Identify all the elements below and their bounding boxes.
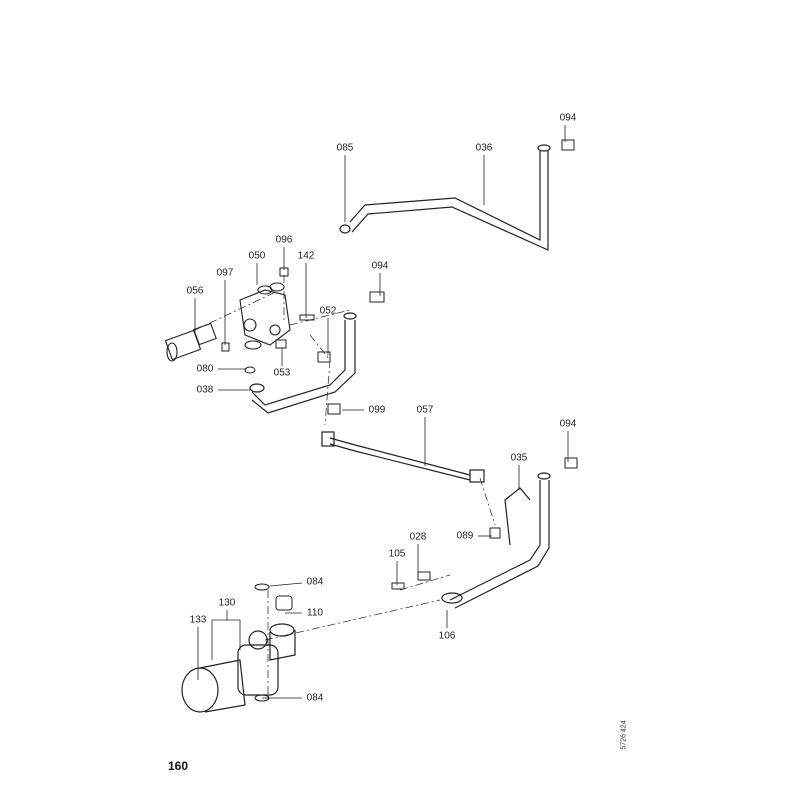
part-label-056: 056 — [186, 285, 204, 297]
hose-057 — [321, 431, 485, 483]
part-label-110: 110 — [307, 607, 323, 619]
part-label-105: 105 — [388, 548, 406, 560]
part-label-028: 028 — [409, 531, 427, 543]
part-label-084: 084 — [306, 692, 324, 704]
part-label-094: 094 — [371, 260, 389, 272]
part-label-036: 036 — [475, 142, 493, 154]
pipe-036 — [339, 144, 551, 251]
part-label-130: 130 — [218, 597, 236, 609]
part-label-053: 053 — [273, 367, 291, 379]
part-label-097: 097 — [216, 267, 234, 279]
pipe-038 — [249, 312, 357, 414]
pipe-035 — [441, 472, 551, 609]
small-parts — [221, 139, 578, 702]
part-label-089: 089 — [456, 530, 474, 542]
part-label-094: 094 — [559, 112, 577, 124]
part-label-038: 038 — [196, 384, 214, 396]
part-label-106: 106 — [438, 630, 456, 642]
valve-block-050 — [239, 282, 291, 350]
part-label-085: 085 — [336, 142, 354, 154]
document-number: 5726 424 — [620, 720, 628, 750]
part-label-084: 084 — [306, 576, 324, 588]
part-label-096: 096 — [275, 234, 293, 246]
part-label-133: 133 — [189, 614, 207, 626]
part-label-094: 094 — [559, 418, 577, 430]
part-label-080: 080 — [196, 363, 214, 375]
leader-lines — [194, 125, 569, 699]
pump-130 — [181, 623, 296, 713]
part-label-099: 099 — [368, 404, 386, 416]
part-label-050: 050 — [248, 250, 266, 262]
part-label-052: 052 — [319, 305, 337, 317]
part-label-035: 035 — [510, 452, 528, 464]
actuator-056 — [164, 322, 217, 362]
part-label-142: 142 — [297, 250, 315, 262]
part-label-057: 057 — [416, 404, 434, 416]
page-number: 160 — [168, 759, 189, 773]
